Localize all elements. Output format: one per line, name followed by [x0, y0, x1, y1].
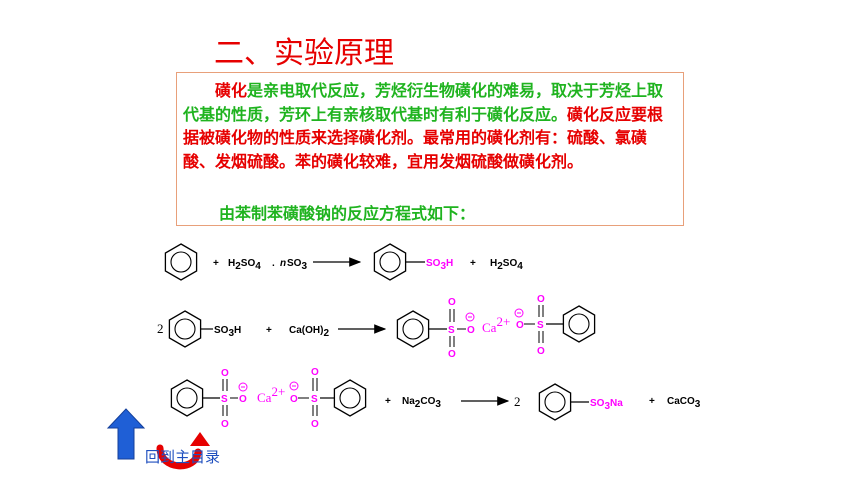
- sulfonating-agent-text: 磺化反应要根据被磺化物的性质来选择磺化剂。最常用的磺化剂有：硫酸、氯磺酸、发烟硫…: [183, 104, 664, 171]
- sulfonation-description: 是亲电取代反应，芳烃衍生物磺化的难易，取决于芳烃上取代基的性质，芳环上有亲核取代…: [183, 81, 664, 124]
- up-arrow-icon[interactable]: [106, 408, 146, 460]
- oxygen-anion: O: [290, 394, 298, 405]
- oxygen-atom: O: [221, 368, 229, 379]
- so3h-group: SO3H: [214, 325, 241, 339]
- return-arrow-icon[interactable]: [156, 432, 210, 470]
- oxygen-anion: O: [239, 394, 247, 405]
- back-to-main-menu-link[interactable]: 回到主目录: [145, 448, 221, 466]
- n-label: n: [280, 258, 286, 269]
- oxygen-atom: O: [537, 294, 545, 305]
- equation-3: S O O O Ca2+ O S O O + Na2CO3 2: [170, 367, 701, 430]
- benzene-ring: [538, 383, 572, 421]
- calcium-ion: Ca2+: [257, 384, 285, 405]
- coefficient: 2: [157, 321, 164, 336]
- equation-1: + H2SO4 . n SO3 SO3H + H2SO4: [164, 243, 523, 281]
- plus-sign: +: [266, 325, 272, 336]
- h2so4-byproduct: H2SO4: [490, 258, 523, 272]
- benzene-ring: [373, 243, 407, 281]
- oxygen-anion: O: [516, 320, 524, 331]
- oxygen-atom: O: [448, 349, 456, 360]
- sulfonation-term: 磺化: [215, 81, 248, 100]
- plus-sign: +: [385, 396, 391, 407]
- oxygen-atom: O: [537, 346, 545, 357]
- caoh2-reagent: Ca(OH)2: [289, 325, 329, 339]
- benzene-ring: [170, 379, 204, 417]
- benzene-ring: [396, 310, 430, 348]
- sulfur-atom: S: [537, 320, 544, 331]
- oxygen-atom: O: [448, 297, 456, 308]
- so3h-group: SO3H: [426, 258, 453, 272]
- so3na-group: SO3Na: [590, 398, 623, 412]
- h2so4-reagent: H2SO4: [228, 258, 261, 272]
- coefficient: 2: [514, 394, 521, 409]
- dot-sign: .: [272, 258, 275, 269]
- so3-reagent: SO3: [287, 258, 307, 272]
- equation-2: 2 SO3H + Ca(OH)2 S O O O Ca2+ O S: [157, 294, 596, 360]
- benzene-ring: [562, 305, 596, 343]
- plus-sign: +: [470, 258, 476, 269]
- sulfur-atom: S: [311, 394, 318, 405]
- oxygen-atom: O: [311, 419, 319, 430]
- calcium-ion: Ca2+: [482, 314, 510, 335]
- plus-sign: +: [649, 396, 655, 407]
- oxygen-atom: O: [311, 367, 319, 378]
- equation-intro: 由苯制苯磺酸钠的反应方程式如下：: [219, 204, 476, 223]
- principle-text-box: 磺化是亲电取代反应，芳烃衍生物磺化的难易，取决于芳烃上取代基的性质，芳环上有亲核…: [176, 72, 684, 226]
- plus-sign: +: [213, 258, 219, 269]
- oxygen-atom: O: [221, 419, 229, 430]
- na2co3-reagent: Na2CO3: [402, 396, 441, 410]
- benzene-ring: [168, 310, 202, 348]
- page-title: 二、实验原理: [214, 36, 394, 71]
- benzene-ring: [164, 243, 198, 281]
- oxygen-anion: O: [467, 325, 475, 336]
- caco3-product: CaCO3: [667, 396, 701, 410]
- sulfur-atom: S: [221, 394, 228, 405]
- benzene-ring: [333, 379, 367, 417]
- sulfur-atom: S: [448, 325, 455, 336]
